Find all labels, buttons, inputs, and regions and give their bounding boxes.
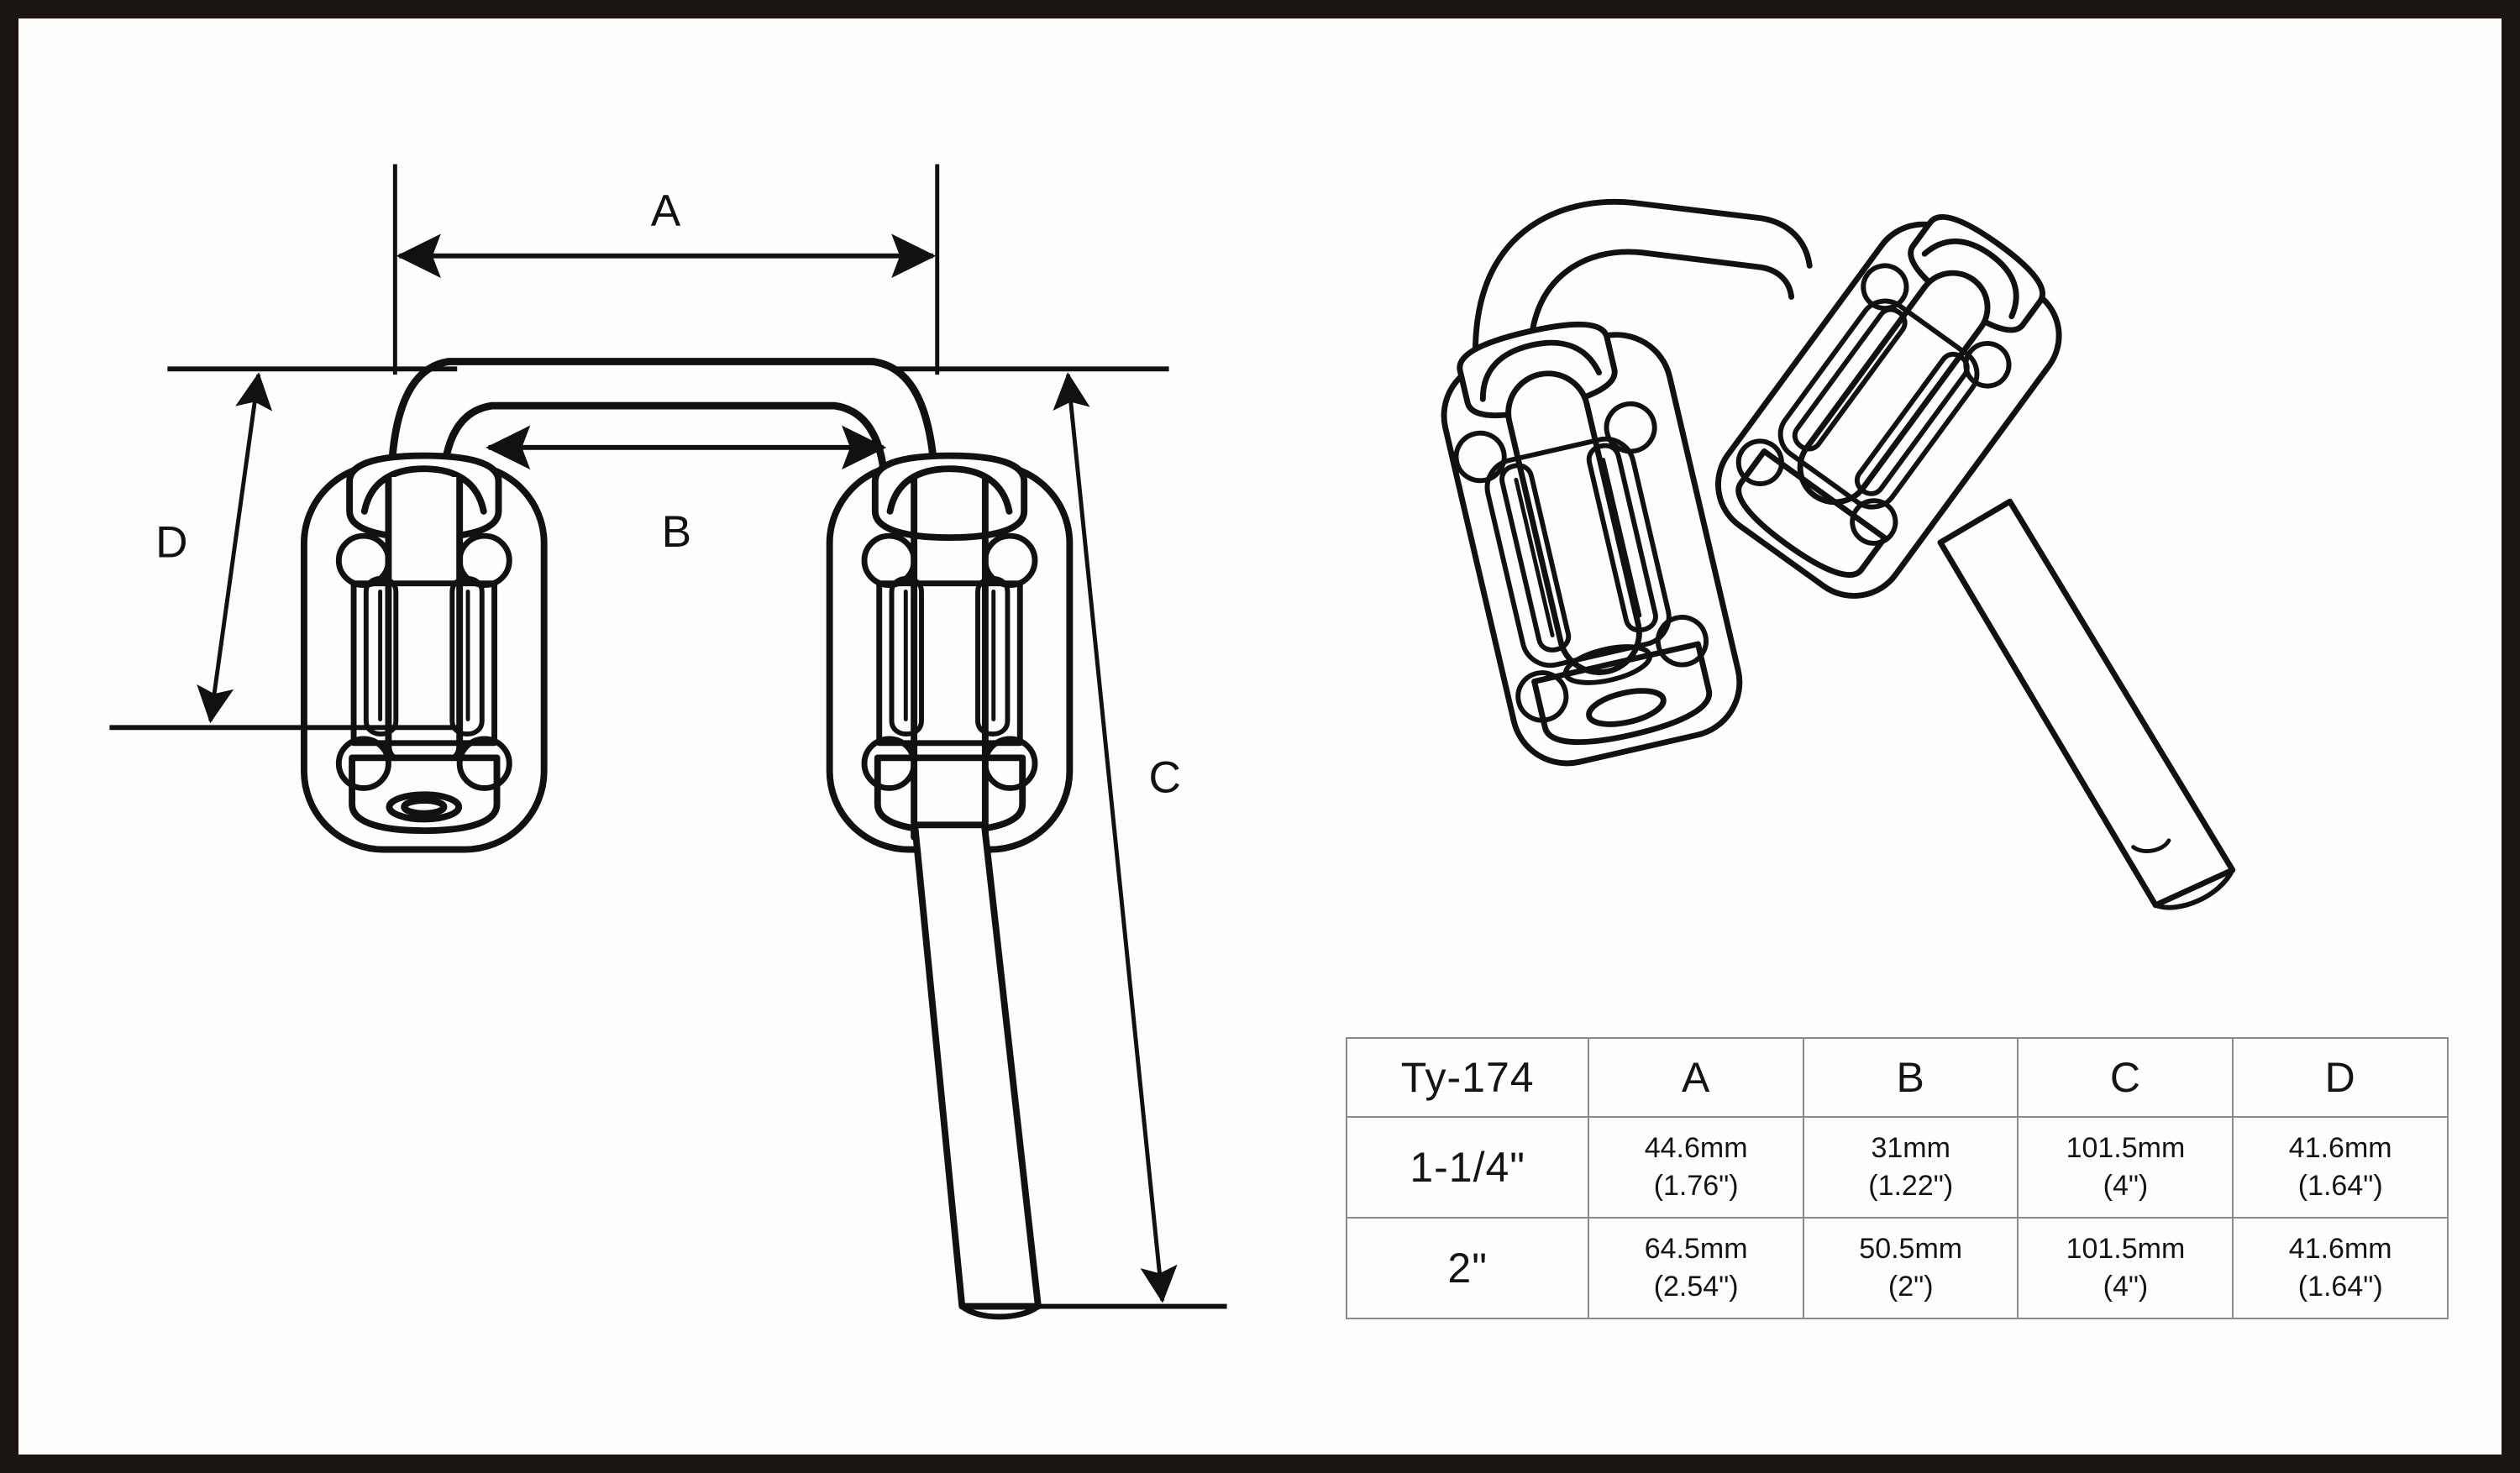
value-mm: 101.5mm xyxy=(2066,1132,2186,1165)
dimension-d-label: D xyxy=(155,518,187,568)
value-inch: (1.22") xyxy=(1868,1170,1954,1202)
value-mm: 64.5mm xyxy=(1644,1233,1748,1266)
clamp-body-left xyxy=(300,452,548,853)
column-header-c: C xyxy=(2017,1037,2234,1118)
technical-drawing-canvas: A B D C xyxy=(109,164,2236,1320)
cell-a-value: 44.6mm (1.76") xyxy=(1588,1116,1804,1219)
cell-b-value: 31mm (1.22") xyxy=(1802,1116,2019,1219)
column-header-a: A xyxy=(1588,1037,1804,1118)
dimension-c-label: C xyxy=(1148,753,1180,803)
column-header-b: B xyxy=(1802,1037,2019,1118)
cell-c-value: 101.5mm (4") xyxy=(2017,1217,2234,1319)
dimension-c: C xyxy=(894,366,1227,1309)
value-mm: 31mm xyxy=(1871,1132,1950,1165)
clamp-body-right xyxy=(826,452,1074,853)
dimension-a-label: A xyxy=(651,186,681,236)
value-mm: 50.5mm xyxy=(1859,1233,1963,1266)
value-mm: 101.5mm xyxy=(2066,1233,2186,1266)
value-inch: (2.54") xyxy=(1653,1271,1739,1303)
table-row: 2" 64.5mm (2.54") 50.5mm (2") 101.5mm (4… xyxy=(1345,1217,2449,1319)
value-inch: (2") xyxy=(1887,1271,1934,1303)
row-size-label: 1-1/4" xyxy=(1345,1116,1590,1219)
cell-c-value: 101.5mm (4") xyxy=(2017,1116,2234,1219)
iso-tube-leg xyxy=(1937,498,2236,910)
cell-a-value: 64.5mm (2.54") xyxy=(1588,1217,1804,1319)
value-mm: 41.6mm xyxy=(2288,1233,2392,1266)
specification-table: Ty-174 A B C D 1-1/4" 44.6mm (1.76") 31m… xyxy=(1345,1037,2449,1319)
value-inch: (1.64") xyxy=(2297,1271,2383,1303)
value-inch: (4") xyxy=(2103,1271,2149,1303)
value-mm: 41.6mm xyxy=(2288,1132,2392,1165)
table-header-row: Ty-174 A B C D xyxy=(1345,1037,2449,1118)
dimension-d: D xyxy=(109,366,458,731)
cell-b-value: 50.5mm (2") xyxy=(1802,1217,2019,1319)
column-header-d: D xyxy=(2232,1037,2449,1118)
part-number-cell: Ty-174 xyxy=(1345,1037,1590,1118)
orthographic-view: A B D C xyxy=(109,164,1227,1320)
value-inch: (1.64") xyxy=(2297,1170,2383,1202)
value-inch: (4") xyxy=(2103,1170,2149,1202)
lower-tube-leg xyxy=(911,821,1042,1320)
dimension-a: A xyxy=(392,164,940,375)
isometric-view xyxy=(1441,198,2236,910)
cell-d-value: 41.6mm (1.64") xyxy=(2232,1116,2449,1219)
iso-clamp-body-left xyxy=(1441,321,1743,767)
iso-clamp-body-right xyxy=(1715,213,2062,599)
dimension-b-label: B xyxy=(662,507,691,557)
value-inch: (1.76") xyxy=(1653,1170,1739,1202)
cell-d-value: 41.6mm (1.64") xyxy=(2232,1217,2449,1319)
value-mm: 44.6mm xyxy=(1644,1132,1748,1165)
row-size-label: 2" xyxy=(1345,1217,1590,1319)
table-row: 1-1/4" 44.6mm (1.76") 31mm (1.22") 101.5… xyxy=(1345,1116,2449,1219)
dimension-b: B xyxy=(486,425,887,557)
